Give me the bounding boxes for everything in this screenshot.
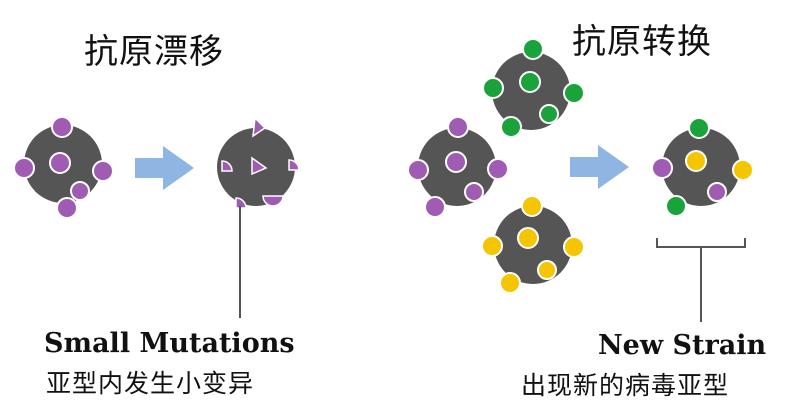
mutated-antigen [251, 156, 268, 176]
yellow-antigen [517, 227, 539, 249]
mutated-antigen [288, 159, 300, 171]
purple-antigen [424, 196, 446, 218]
purple-antigen [707, 182, 727, 202]
green-antigen [519, 71, 541, 93]
yellow-antigen [563, 236, 585, 258]
yellow-antigen [521, 195, 543, 217]
green-antigen [500, 116, 522, 138]
green-antigen [522, 38, 544, 60]
yellow-antigen [685, 150, 707, 172]
purple-antigen [447, 116, 469, 138]
new-strain-virus [651, 117, 754, 217]
purple-antigen [651, 157, 673, 179]
mutated-antigen [252, 116, 267, 138]
purple-antigen [92, 160, 114, 182]
drift-arrow [135, 146, 194, 190]
green-antigen [563, 82, 585, 104]
purple-antigen [49, 152, 71, 174]
purple-antigen [51, 116, 73, 138]
green-antigen [482, 77, 504, 99]
mutated-antigen [221, 160, 233, 172]
yellow-antigen [537, 260, 557, 280]
green-antigen [539, 104, 559, 124]
shift-arrow [570, 145, 629, 189]
antigenic-shift-title: 抗原转换 [572, 22, 712, 62]
original-virus [13, 116, 114, 219]
mutated-antigen [235, 197, 247, 209]
purple-antigen [407, 159, 429, 181]
drift-caption-english: Small Mutations [44, 328, 295, 359]
purple-virus [407, 116, 509, 218]
drift-caption-chinese: 亚型内发生小变异 [46, 369, 255, 398]
green-virus [482, 38, 585, 138]
purple-antigen [70, 181, 90, 201]
new-strain-bracket [656, 238, 746, 322]
mutated-antigen [262, 195, 284, 207]
yellow-antigen [499, 272, 521, 294]
green-antigen [688, 117, 710, 139]
yellow-antigen [732, 159, 754, 181]
yellow-antigen [481, 235, 503, 257]
yellow-virus [481, 195, 585, 294]
shift-caption-chinese: 出现新的病毒亚型 [521, 371, 730, 400]
mutated-virus [217, 116, 300, 209]
purple-antigen [13, 157, 35, 179]
purple-antigen [487, 158, 509, 180]
antigenic-drift-title: 抗原漂移 [84, 32, 224, 72]
purple-antigen [445, 151, 467, 173]
shift-caption-english: New Strain [598, 330, 767, 361]
green-antigen [665, 195, 687, 217]
purple-antigen [464, 182, 484, 202]
purple-antigen [56, 197, 78, 219]
